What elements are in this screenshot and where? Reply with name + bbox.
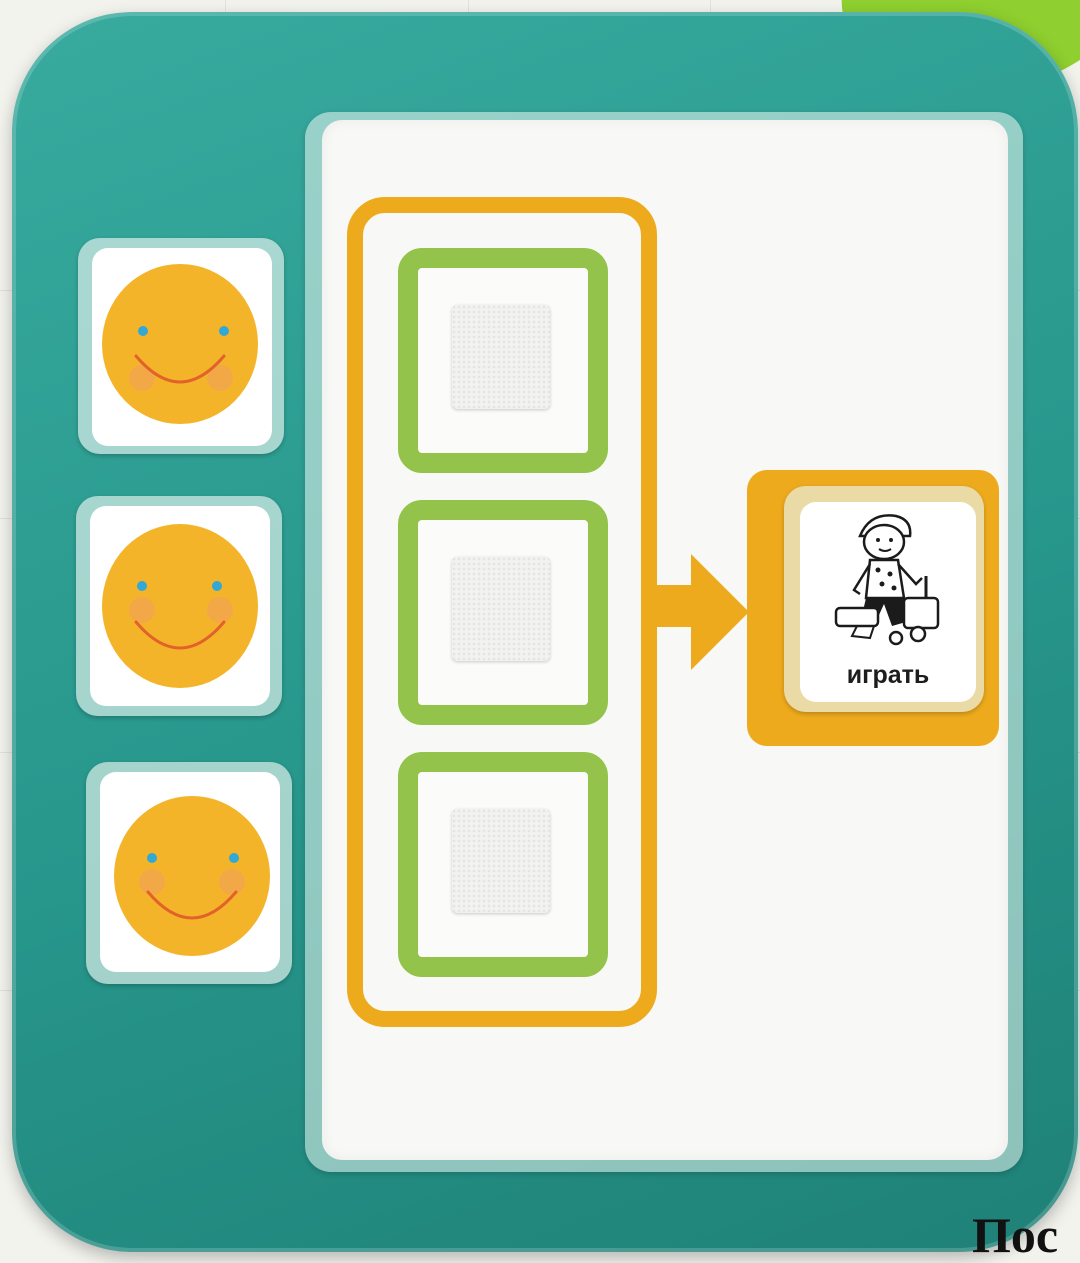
token-card-1[interactable] bbox=[92, 248, 272, 446]
token-slot-2[interactable] bbox=[398, 500, 608, 725]
caption-text: Пос bbox=[972, 1210, 1058, 1260]
velcro-patch bbox=[452, 305, 550, 409]
token-slot-3[interactable] bbox=[398, 752, 608, 977]
token-card-2[interactable] bbox=[90, 506, 270, 706]
smiley-face-icon bbox=[92, 248, 272, 446]
reward-card-label: играть bbox=[800, 661, 976, 690]
velcro-patch bbox=[452, 557, 550, 661]
smiley-face-icon bbox=[100, 772, 280, 972]
smiley-face-icon bbox=[90, 506, 270, 706]
reward-card[interactable]: играть bbox=[800, 502, 976, 702]
token-slot-1[interactable] bbox=[398, 248, 608, 473]
token-card-3[interactable] bbox=[100, 772, 280, 972]
arrow-right-icon bbox=[691, 554, 749, 670]
velcro-patch bbox=[452, 809, 550, 913]
